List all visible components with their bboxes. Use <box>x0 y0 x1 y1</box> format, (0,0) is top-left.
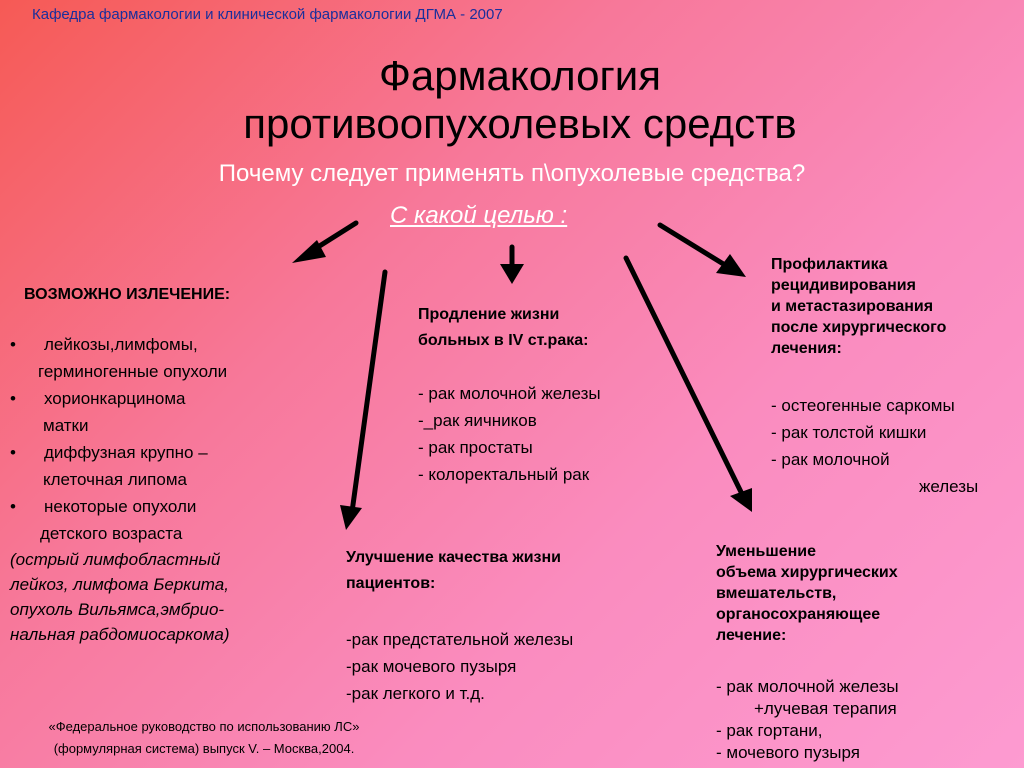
list-item-continuation: +лучевая терапия <box>754 699 897 718</box>
reduce-list: - рак молочной железы +лучевая терапия -… <box>716 676 899 764</box>
list-item: - рак простаты <box>418 438 533 457</box>
list-item-continuation: герминогенные опухоли <box>38 362 228 381</box>
list-item: -рак мочевого пузыря <box>346 657 517 676</box>
list-item: • некоторые опухоли <box>10 497 197 516</box>
quality-heading: Улучшение качества жизни пациентов: <box>346 549 561 592</box>
list-item: - рак молочной <box>771 450 890 469</box>
list-item: -рак легкого и т.д. <box>346 684 485 703</box>
list-item: • лейкозы,лимфомы, <box>10 335 198 354</box>
cure-examples: (острый лимфобластный лейкоз, лимфома Бе… <box>10 550 230 644</box>
list-item-continuation: детского возраста <box>40 524 183 543</box>
arrow-to-quality <box>349 269 388 515</box>
list-item: - рак гортани, <box>716 721 823 740</box>
arrowhead-cure <box>292 240 326 263</box>
arrowhead-reduce <box>730 488 752 512</box>
arrowhead-prolong <box>500 264 524 284</box>
list-item: - рак толстой кишки <box>771 423 927 442</box>
goal-text: С какой целью : <box>390 202 568 229</box>
cure-heading: ВОЗМОЖНО ИЗЛЕЧЕНИЕ: <box>24 286 231 303</box>
list-item: - рак молочной железы <box>418 384 601 403</box>
prevent-heading: Профилактика рецидивирования и метастази… <box>771 256 947 357</box>
list-item-continuation: клеточная липома <box>43 470 187 489</box>
list-item-continuation: железы <box>919 477 979 496</box>
list-item: - рак молочной железы <box>716 677 899 696</box>
arrow-to-reduce <box>623 255 745 497</box>
reference-footer: «Федеральное руководство по использовани… <box>48 719 360 756</box>
question-text: Почему следует применять п\опухолевые ср… <box>218 160 806 187</box>
cure-list: • лейкозы,лимфомы, герминогенные опухоли… <box>10 331 227 547</box>
list-item: • диффузная крупно – <box>10 443 208 462</box>
list-item: -_рак яичников <box>418 411 537 430</box>
list-item: -рак предстательной железы <box>346 630 574 649</box>
arrow-to-prevent <box>657 222 728 268</box>
list-item: - остеогенные саркомы <box>771 396 955 415</box>
list-item: - колоректальный рак <box>418 465 590 484</box>
prevent-list: - остеогенные саркомы - рак толстой кишк… <box>771 392 978 500</box>
list-item: • хориoнкарцинома <box>10 389 186 408</box>
reduce-heading: Уменьшение объема хирургических вмешател… <box>716 543 898 644</box>
slide-title-line2: противоопухолевых средств <box>243 100 797 147</box>
slide-title-line1: Фармакология <box>378 52 662 99</box>
prolong-heading: Продление жизни больных в IV ст.рака: <box>418 306 589 349</box>
department-header: Кафедра фармакологии и клинической фарма… <box>32 6 503 23</box>
list-item: - мочевого пузыря <box>716 743 860 762</box>
prolong-list: - рак молочной железы -_рак яичников - р… <box>418 380 601 488</box>
arrowhead-quality <box>340 505 362 530</box>
quality-list: -рак предстательной железы -рак мочевого… <box>346 626 573 707</box>
list-item-continuation: матки <box>43 416 89 435</box>
arrowhead-prevent <box>716 254 746 277</box>
